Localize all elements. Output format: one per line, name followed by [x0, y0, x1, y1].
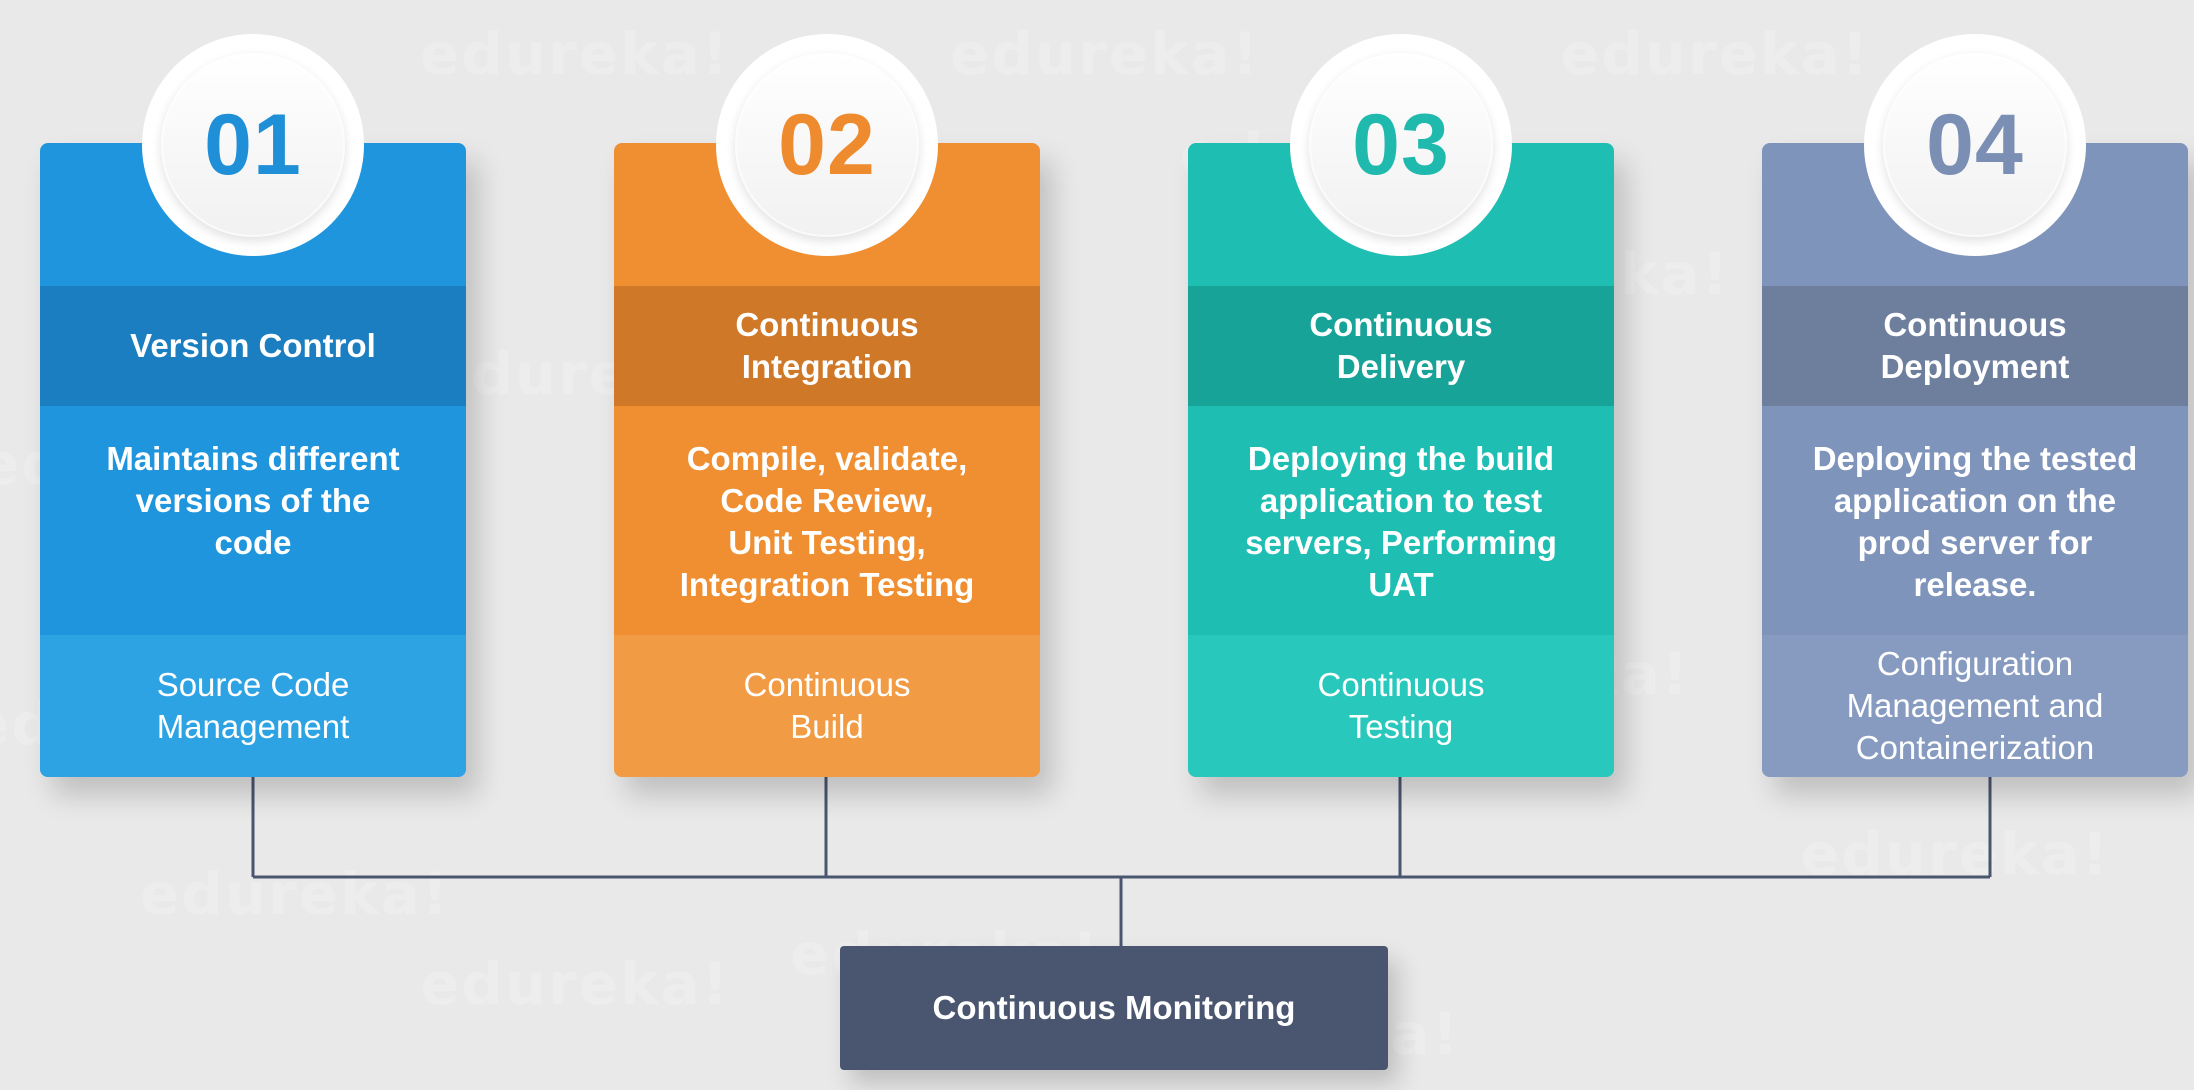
continuous-monitoring-box: Continuous Monitoring — [840, 946, 1388, 1070]
phase-tool: Configuration Management and Containeriz… — [1846, 645, 2104, 766]
watermark: edureka! — [420, 950, 731, 1018]
phase-number: 03 — [1352, 97, 1450, 193]
phase-title: Version Control — [130, 327, 376, 364]
phase-card-continuous-delivery: Continuous Delivery Deploying the build … — [1188, 143, 1614, 777]
badge-ring: 01 — [142, 34, 364, 256]
monitoring-label: Continuous Monitoring — [932, 989, 1296, 1026]
watermark: edureka! — [420, 20, 731, 88]
badge-inner: 04 — [1883, 53, 2067, 237]
card-tool-band: Source Code Management — [40, 635, 466, 777]
badge-inner: 03 — [1309, 53, 1493, 237]
watermark: edureka! — [140, 860, 451, 928]
card-title-band: Continuous Deployment — [1762, 286, 2188, 406]
phase-card-continuous-deployment: Continuous Deployment Deploying the test… — [1762, 143, 2188, 777]
phase-description: Maintains different versions of the code — [106, 440, 400, 561]
phase-tool: Continuous Testing — [1317, 666, 1485, 745]
card-title-band: Version Control — [40, 286, 466, 406]
card-title-band: Continuous Integration — [614, 286, 1040, 406]
phase-tool: Source Code Management — [156, 666, 350, 745]
phase-number: 01 — [204, 97, 302, 193]
phase-card-continuous-integration: Continuous Integration Compile, validate… — [614, 143, 1040, 777]
card-tool-band: Continuous Testing — [1188, 635, 1614, 777]
phase-description: Deploying the build application to test … — [1245, 440, 1557, 603]
phase-number-badge: 01 — [128, 20, 378, 270]
phase-description: Deploying the tested application on the … — [1812, 440, 2138, 603]
phase-number-badge: 04 — [1850, 20, 2100, 270]
watermark: edureka! — [1800, 820, 2111, 888]
phase-number-badge: 03 — [1276, 20, 1526, 270]
phase-title: Continuous Integration — [735, 306, 919, 385]
badge-ring: 04 — [1864, 34, 2086, 256]
badge-ring: 03 — [1290, 34, 1512, 256]
badge-inner: 02 — [735, 53, 919, 237]
watermark: edureka! — [950, 20, 1261, 88]
watermark: edureka! — [1560, 20, 1871, 88]
card-title-band: Continuous Delivery — [1188, 286, 1614, 406]
phase-number: 04 — [1926, 97, 2024, 193]
phase-title: Continuous Delivery — [1309, 306, 1493, 385]
phase-number-badge: 02 — [702, 20, 952, 270]
phase-number: 02 — [778, 97, 876, 193]
phase-tool: Continuous Build — [743, 666, 911, 745]
badge-ring: 02 — [716, 34, 938, 256]
phase-card-version-control: Version Control Maintains different vers… — [40, 143, 466, 777]
badge-inner: 01 — [161, 53, 345, 237]
card-tool-band: Continuous Build — [614, 635, 1040, 777]
phase-description: Compile, validate, Code Review, Unit Tes… — [679, 440, 975, 603]
phase-title: Continuous Deployment — [1880, 306, 2070, 385]
card-tool-band: Configuration Management and Containeriz… — [1762, 635, 2188, 777]
